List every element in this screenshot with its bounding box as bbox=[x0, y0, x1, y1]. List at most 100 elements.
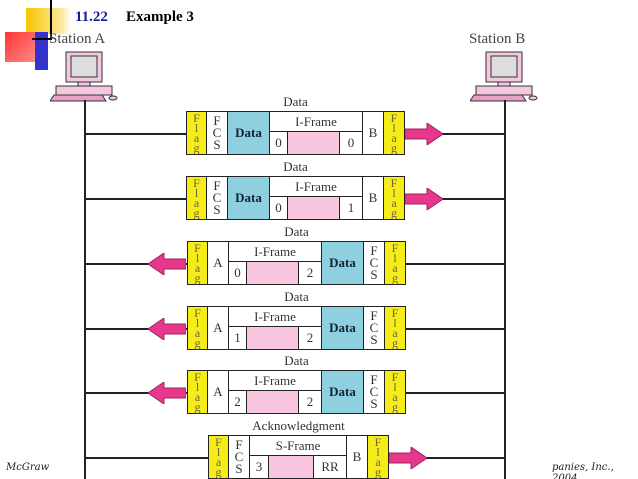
arrow-right-icon bbox=[405, 123, 443, 145]
flag-field: Flag bbox=[384, 177, 404, 219]
arrow-right-icon bbox=[405, 188, 443, 210]
flag-field: Flag bbox=[188, 371, 208, 413]
link-line bbox=[85, 263, 187, 265]
frame-label: Data bbox=[284, 353, 309, 368]
flag-text: Flag bbox=[391, 370, 399, 414]
control-field: I-Frame 0 2 bbox=[229, 242, 322, 284]
frame-type: I-Frame bbox=[229, 371, 321, 391]
decoration-square bbox=[35, 32, 48, 70]
station-b-line bbox=[504, 100, 506, 479]
address-field: A bbox=[208, 242, 229, 284]
control-field: S-Frame 3 RR bbox=[250, 436, 347, 478]
fcs-field: FCS bbox=[364, 242, 385, 284]
frame-type: I-Frame bbox=[229, 307, 321, 327]
nr-value: 2 bbox=[306, 265, 314, 280]
fcs-text: FCS bbox=[369, 308, 379, 347]
computer-icon bbox=[50, 51, 118, 102]
pink-field bbox=[287, 132, 340, 154]
frame-type: S-Frame bbox=[250, 436, 346, 456]
link-line bbox=[85, 457, 208, 459]
flag-text: Flag bbox=[194, 241, 201, 285]
nr-value: 2 bbox=[306, 330, 314, 345]
nr-value: RR bbox=[321, 459, 339, 474]
flag-field: Flag bbox=[368, 436, 388, 478]
link-line bbox=[85, 133, 186, 135]
data-field: Data bbox=[322, 307, 364, 349]
flag-text: Flag bbox=[390, 111, 398, 155]
fcs-field: FCS bbox=[207, 177, 228, 219]
pink-field bbox=[268, 456, 314, 478]
fcs-field: FCS bbox=[364, 307, 385, 349]
frame-label: Data bbox=[283, 94, 308, 109]
pink-field bbox=[246, 327, 299, 349]
flag-field: Flag bbox=[209, 436, 229, 478]
flag-field: Flag bbox=[385, 242, 405, 284]
flag-field: Flag bbox=[385, 371, 405, 413]
frame-type: I-Frame bbox=[229, 242, 321, 262]
data-field: Data bbox=[322, 371, 364, 413]
ns-value: 0 bbox=[275, 135, 282, 150]
flag-text: Flag bbox=[374, 435, 382, 479]
flag-text: Flag bbox=[215, 435, 222, 479]
fcs-field: FCS bbox=[207, 112, 228, 154]
arrow-left-icon bbox=[148, 253, 186, 275]
address-field: A bbox=[208, 371, 229, 413]
ns-value: 3 bbox=[255, 459, 263, 474]
decoration-square bbox=[26, 8, 71, 34]
pink-field bbox=[246, 391, 299, 413]
flag-field: Flag bbox=[385, 307, 405, 349]
flag-text: Flag bbox=[193, 111, 200, 155]
arrow-right-icon bbox=[389, 447, 427, 469]
ns-value: 2 bbox=[234, 394, 241, 409]
data-field: Data bbox=[228, 177, 270, 219]
fcs-text: FCS bbox=[212, 113, 222, 152]
slide-number: 11.22 bbox=[75, 9, 108, 25]
link-line bbox=[85, 198, 186, 200]
flag-text: Flag bbox=[193, 176, 200, 220]
frame-label: Acknowledgment bbox=[252, 418, 345, 433]
address-field: A bbox=[208, 307, 229, 349]
pink-field bbox=[287, 197, 340, 219]
link-line bbox=[389, 457, 505, 459]
frame-label: Data bbox=[284, 289, 309, 304]
flag-field: Flag bbox=[384, 112, 404, 154]
nr-value: 1 bbox=[347, 200, 355, 215]
link-line bbox=[85, 328, 187, 330]
nr-value: 0 bbox=[347, 135, 355, 150]
station-b-label: Station B bbox=[469, 31, 526, 47]
address-field: B bbox=[363, 177, 384, 219]
flag-field: Flag bbox=[187, 177, 207, 219]
decoration-line bbox=[32, 38, 52, 40]
footer-publisher: McGraw bbox=[6, 462, 50, 473]
link-line bbox=[406, 328, 505, 330]
frame-label: Data bbox=[284, 224, 309, 239]
control-field: I-Frame 1 2 bbox=[229, 307, 322, 349]
computer-icon bbox=[470, 51, 538, 102]
arrow-left-icon bbox=[148, 382, 186, 404]
link-line bbox=[405, 133, 505, 135]
flag-text: Flag bbox=[194, 370, 201, 414]
flag-text: Flag bbox=[194, 306, 201, 350]
link-line bbox=[405, 198, 505, 200]
link-line bbox=[406, 392, 505, 394]
decoration-line bbox=[50, 0, 52, 40]
footer-copyright: panies, Inc., 2004 bbox=[552, 462, 614, 479]
fcs-field: FCS bbox=[364, 371, 385, 413]
ns-value: 0 bbox=[234, 265, 241, 280]
frame-type: I-Frame bbox=[270, 112, 362, 132]
flag-field: Flag bbox=[187, 112, 207, 154]
frame-type: I-Frame bbox=[270, 177, 362, 197]
slide-title: Example 3 bbox=[126, 9, 194, 25]
ns-value: 1 bbox=[234, 330, 241, 345]
flag-text: Flag bbox=[390, 176, 398, 220]
station-a-label: Station A bbox=[49, 31, 106, 47]
